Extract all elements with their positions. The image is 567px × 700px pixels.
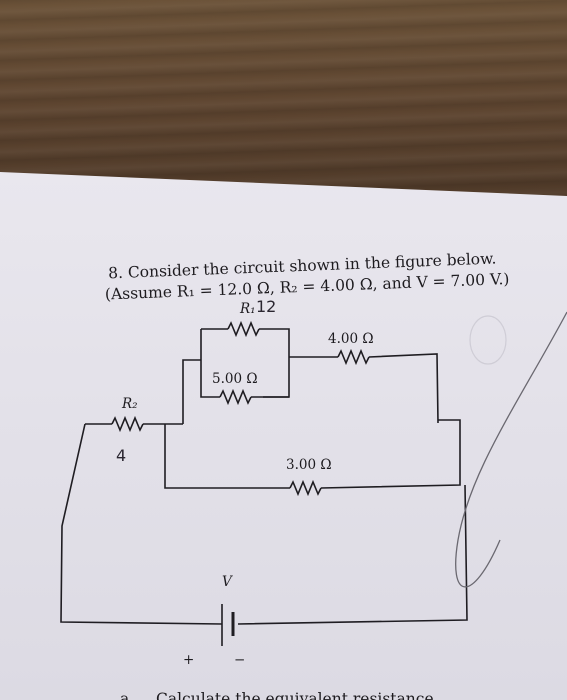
resistor-3-ohm bbox=[289, 479, 322, 497]
circuit-diagram bbox=[60, 320, 468, 646]
r2-handwritten-value: 4 bbox=[116, 446, 126, 465]
wire bbox=[320, 419, 461, 489]
resistor-4-ohm bbox=[337, 348, 370, 366]
part-a-text: Calculate the equivalent resistance bbox=[156, 690, 434, 700]
battery-label: V bbox=[222, 574, 233, 590]
wire bbox=[237, 484, 468, 625]
resistor-5-ohm bbox=[219, 388, 252, 406]
label-3-ohm: 3.00 Ω bbox=[286, 457, 332, 473]
paper-sheet bbox=[0, 172, 567, 700]
pencil-scribble bbox=[455, 311, 567, 588]
r1-label: R₁ bbox=[239, 301, 256, 317]
wire bbox=[200, 360, 220, 398]
battery-minus: − bbox=[234, 652, 245, 668]
battery-plus: + bbox=[183, 652, 194, 668]
wire bbox=[164, 424, 290, 489]
resistor-r2 bbox=[111, 415, 144, 433]
faint-mark bbox=[469, 315, 507, 365]
r2-label: R₂ bbox=[121, 396, 138, 412]
wire bbox=[182, 359, 201, 424]
resistor-r1 bbox=[227, 320, 260, 338]
label-4-ohm: 4.00 Ω bbox=[328, 331, 374, 347]
wire bbox=[60, 423, 223, 625]
part-a-letter: a bbox=[120, 690, 129, 700]
label-5-ohm: 5.00 Ω bbox=[212, 371, 258, 387]
wire bbox=[368, 353, 439, 424]
r1-handwritten-value: 12 bbox=[256, 297, 276, 316]
